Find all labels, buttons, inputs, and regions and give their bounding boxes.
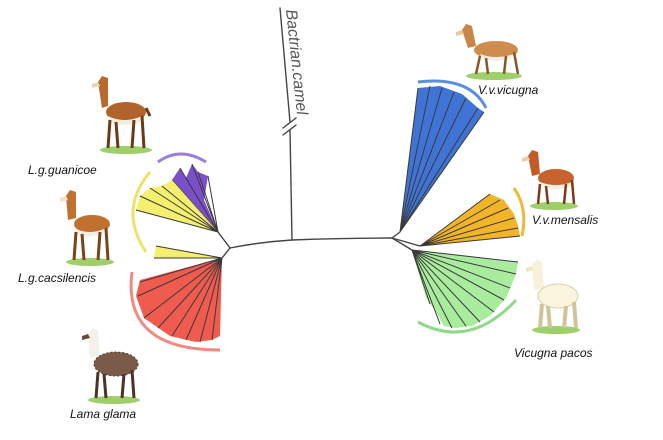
clade-vicugna-pacos <box>411 249 519 334</box>
clade-arc-lg-cacsilencis <box>131 171 152 253</box>
clade-arc-lama-glama <box>129 271 221 352</box>
tree-backbone <box>217 7 421 259</box>
alpaca-icon <box>526 260 580 334</box>
guanaco-icon <box>60 190 114 266</box>
clade-arc-vv-vicugna <box>417 79 488 109</box>
clade-arc-vicugna-pacos <box>417 298 518 334</box>
clade-label-lg-cacsilencis: L.g.cacsilencis <box>18 271 96 285</box>
clade-tips-lama-glama <box>137 257 223 343</box>
clade-vv-vicugna <box>399 79 488 233</box>
clade-wedge-vv-vicugna <box>400 86 484 232</box>
right-root-branch <box>291 237 393 241</box>
clade-tips-lg-cacsilencis <box>135 185 223 259</box>
guanaco-icon <box>92 76 152 154</box>
clade-tips-vicugna-pacos <box>411 249 519 329</box>
outgroup-label: Bactrian.camel <box>282 9 310 116</box>
guanicoe-stem <box>217 231 231 249</box>
clade-wedge-vv-mensalis <box>420 194 520 246</box>
pacos-stem <box>391 237 413 251</box>
clade-vv-mensalis <box>419 187 526 247</box>
clade-arc-vv-mensalis <box>512 187 526 237</box>
clade-arc-lg-guanicoe <box>157 152 207 164</box>
clade-label-lg-guanicoe: L.g.guanicoe <box>28 163 97 177</box>
clade-label-lama-glama: Lama glama <box>70 407 136 421</box>
clade-wedge-lama-glama <box>136 258 222 342</box>
vicugna-stem <box>391 231 401 239</box>
clade-label-vv-vicugna: V.v.vicugna <box>478 83 539 97</box>
outgroup-branch <box>279 7 293 241</box>
clade-wedge-lg-guanicoe <box>172 164 218 232</box>
llama-icon <box>82 328 140 404</box>
vicuna-icon <box>522 150 578 210</box>
left-root-branch <box>229 239 293 249</box>
clade-lama-glama <box>129 257 223 352</box>
clade-tips-vv-vicugna <box>399 85 485 233</box>
clade-lg-cacsilencis <box>131 171 223 259</box>
clade-tips-vv-mensalis <box>419 193 521 247</box>
mensalis-stem <box>391 237 421 247</box>
clade-label-vv-mensalis: V.v.mensalis <box>532 213 598 227</box>
clade-label-vicugna-pacos: Vicugna pacos <box>514 346 593 360</box>
lama-stem <box>221 247 231 259</box>
vicuna-icon <box>456 24 522 80</box>
outgroup-break-mark <box>282 117 297 136</box>
